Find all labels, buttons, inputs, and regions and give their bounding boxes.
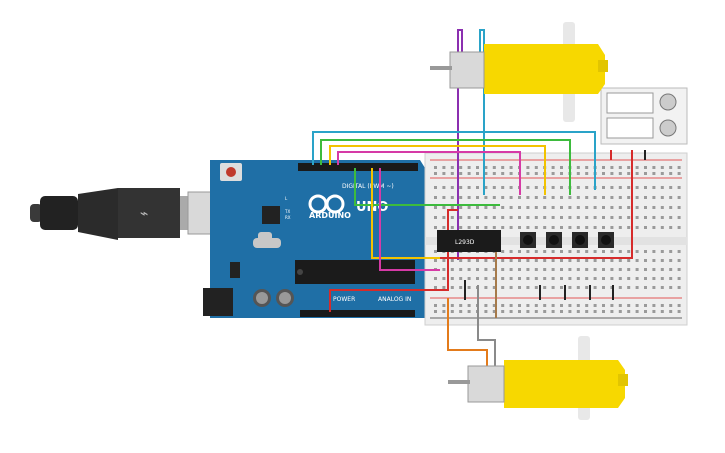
chip-label: L293D	[455, 239, 475, 246]
power-label: POWER	[333, 296, 355, 303]
atmega-chip	[295, 260, 415, 284]
wire-pink-8	[379, 168, 440, 271]
led-label-l: L	[285, 196, 288, 201]
digital-label: DIGITAL (PWM ~)	[342, 183, 394, 190]
usb-cable: ⌁	[30, 188, 231, 240]
wire-orange-13	[447, 298, 488, 370]
push-button-3[interactable]	[572, 232, 588, 248]
arduino-board: ARDUINO UNO DIGITAL (PWM ~) POWER ANALOG…	[203, 160, 425, 318]
bottom-motor	[448, 336, 628, 420]
wire-red-12	[329, 209, 458, 312]
l293d-chip: L293D	[437, 230, 501, 252]
wire-teal-2	[312, 131, 596, 190]
wire-green-6	[354, 168, 500, 206]
wire-yellow-7	[371, 168, 440, 259]
top-motor	[430, 22, 608, 122]
analog-label: ANALOG IN	[378, 296, 411, 303]
arduino-brand: ARDUINO	[309, 211, 351, 220]
power-jack	[203, 288, 233, 316]
analog-header	[300, 310, 415, 317]
wire-teal-1	[479, 29, 485, 195]
push-button-1[interactable]	[520, 232, 536, 248]
push-button-2[interactable]	[546, 232, 562, 248]
digital-header	[298, 163, 418, 171]
push-buttons	[520, 232, 614, 248]
wires	[312, 29, 646, 370]
battery-pack	[600, 87, 688, 145]
push-button-4[interactable]	[598, 232, 614, 248]
led-label-tx: TX	[284, 209, 290, 214]
wire-gray-14	[477, 285, 496, 370]
wire-red-10	[440, 150, 633, 259]
wire-green-3	[320, 139, 571, 195]
wire-yellow-4	[329, 145, 546, 195]
svg-text:⌁: ⌁	[140, 206, 148, 222]
led-label-rx: RX	[285, 215, 291, 220]
wire-pink-5	[337, 151, 521, 195]
